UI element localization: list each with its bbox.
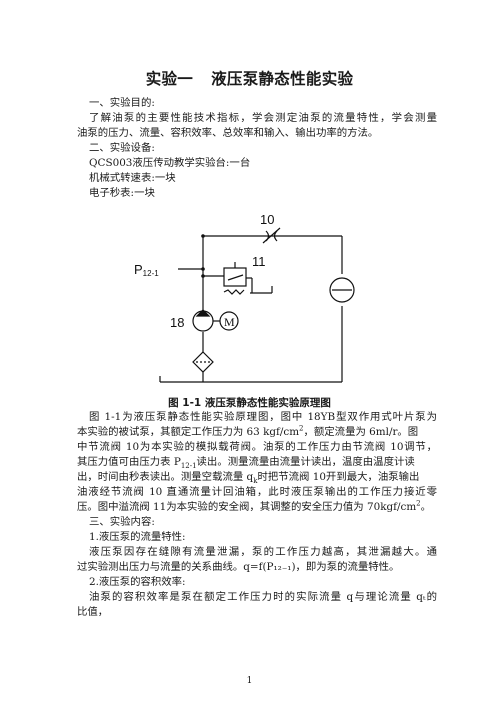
item2-line-2: 比值， xyxy=(77,606,109,618)
equipment-item-3: 电子秒表:一块 xyxy=(89,187,155,199)
objective-line-2: 油泵的压力、流量、容积效率、总效率和输入、输出功率的方法。 xyxy=(77,127,379,139)
section-heading-objective: 一、实验目的: xyxy=(89,97,155,109)
throttle-adjust-arrow xyxy=(262,227,281,244)
equipment-item-2: 机械式转速表:一块 xyxy=(89,172,176,184)
section-heading-content: 三、实验内容: xyxy=(89,516,155,528)
page-number: 1 xyxy=(246,676,253,686)
principle-line-7: 压。图中溢流阀 11为本实验的安全阀，其调整的安全压力值为 70kgf/cm2。 xyxy=(77,500,432,513)
relief-valve-spring xyxy=(223,289,245,295)
label-relief-valve: 11 xyxy=(252,254,266,269)
objective-line-1: 了解油泵的主要性能技术指标，学会测定油泵的流量特性，学会测量 xyxy=(89,112,437,124)
item2-line-1: 油泵的容积效率是泵在额定工作压力时的实际流量 q与理论流量 qₜ的 xyxy=(89,591,437,603)
section-heading-equipment: 二、实验设备: xyxy=(89,142,155,154)
label-throttle-valve: 10 xyxy=(260,212,274,227)
flow-meter-circle xyxy=(329,277,355,303)
principle-line-2: 本实验的被试泵，其额定工作压力为 63 kgf/cm2，额定流量为 6ml/r。… xyxy=(77,425,419,438)
hydraulic-circuit-diagram: 10 11 P12-1 18 M xyxy=(134,212,355,383)
figure-caption: 图 1-1 液压泵静态性能实验原理图 xyxy=(168,397,331,409)
motor-circle xyxy=(219,311,239,331)
label-motor: M xyxy=(224,315,235,329)
item1-line-1: 液压泵因存在缝隙有流量泄漏，泵的工作压力越高，其泄漏越大。通 xyxy=(89,546,437,558)
filter-diamond xyxy=(192,351,214,373)
pump-triangle xyxy=(195,309,211,317)
principle-line-1: 图 1-1为液压泵静态性能实验原理图，图中 18YB型双作用式叶片泵为 xyxy=(89,411,437,423)
item1-line-2: 过实验测出压力与流量的关系曲线。q=f(P₁₂₋₁)，即为泵的流量特性。 xyxy=(77,561,400,573)
label-pump: 18 xyxy=(170,315,184,330)
relief-valve-arrow xyxy=(227,274,244,281)
page-title: 实验一液压泵静态性能实验 xyxy=(0,67,499,89)
item1-heading: 1.液压泵的流量特性: xyxy=(89,531,186,543)
equipment-item-1: QCS003液压传动教学实验台:一台 xyxy=(89,157,251,169)
item2-heading: 2.液压泵的容积效率: xyxy=(89,576,186,588)
title-part2: 液压泵静态性能实验 xyxy=(211,70,354,88)
label-pressure-gauge: P12-1 xyxy=(134,262,159,278)
title-part1: 实验一 xyxy=(145,70,194,88)
relief-valve-body xyxy=(223,267,247,287)
principle-line-4: 其压力值可由压力表 P12-1读出。测量流量由流量计读出，温度由温度计读 xyxy=(77,456,415,469)
principle-line-5: 出，时间由秒表读出。测量空载流量 qk时把节流阀 10开到最大，油泵输出 xyxy=(77,471,420,484)
principle-line-6: 油液经节流阀 10 直通流量计回油箱，此时液压泵输出的工作压力接近零 xyxy=(77,486,437,498)
relief-tank-symbol xyxy=(250,278,273,294)
principle-line-3: 中节流阀 10为本实验的模拟载荷阀。油泵的工作压力由节流阀 10调节， xyxy=(77,441,437,453)
